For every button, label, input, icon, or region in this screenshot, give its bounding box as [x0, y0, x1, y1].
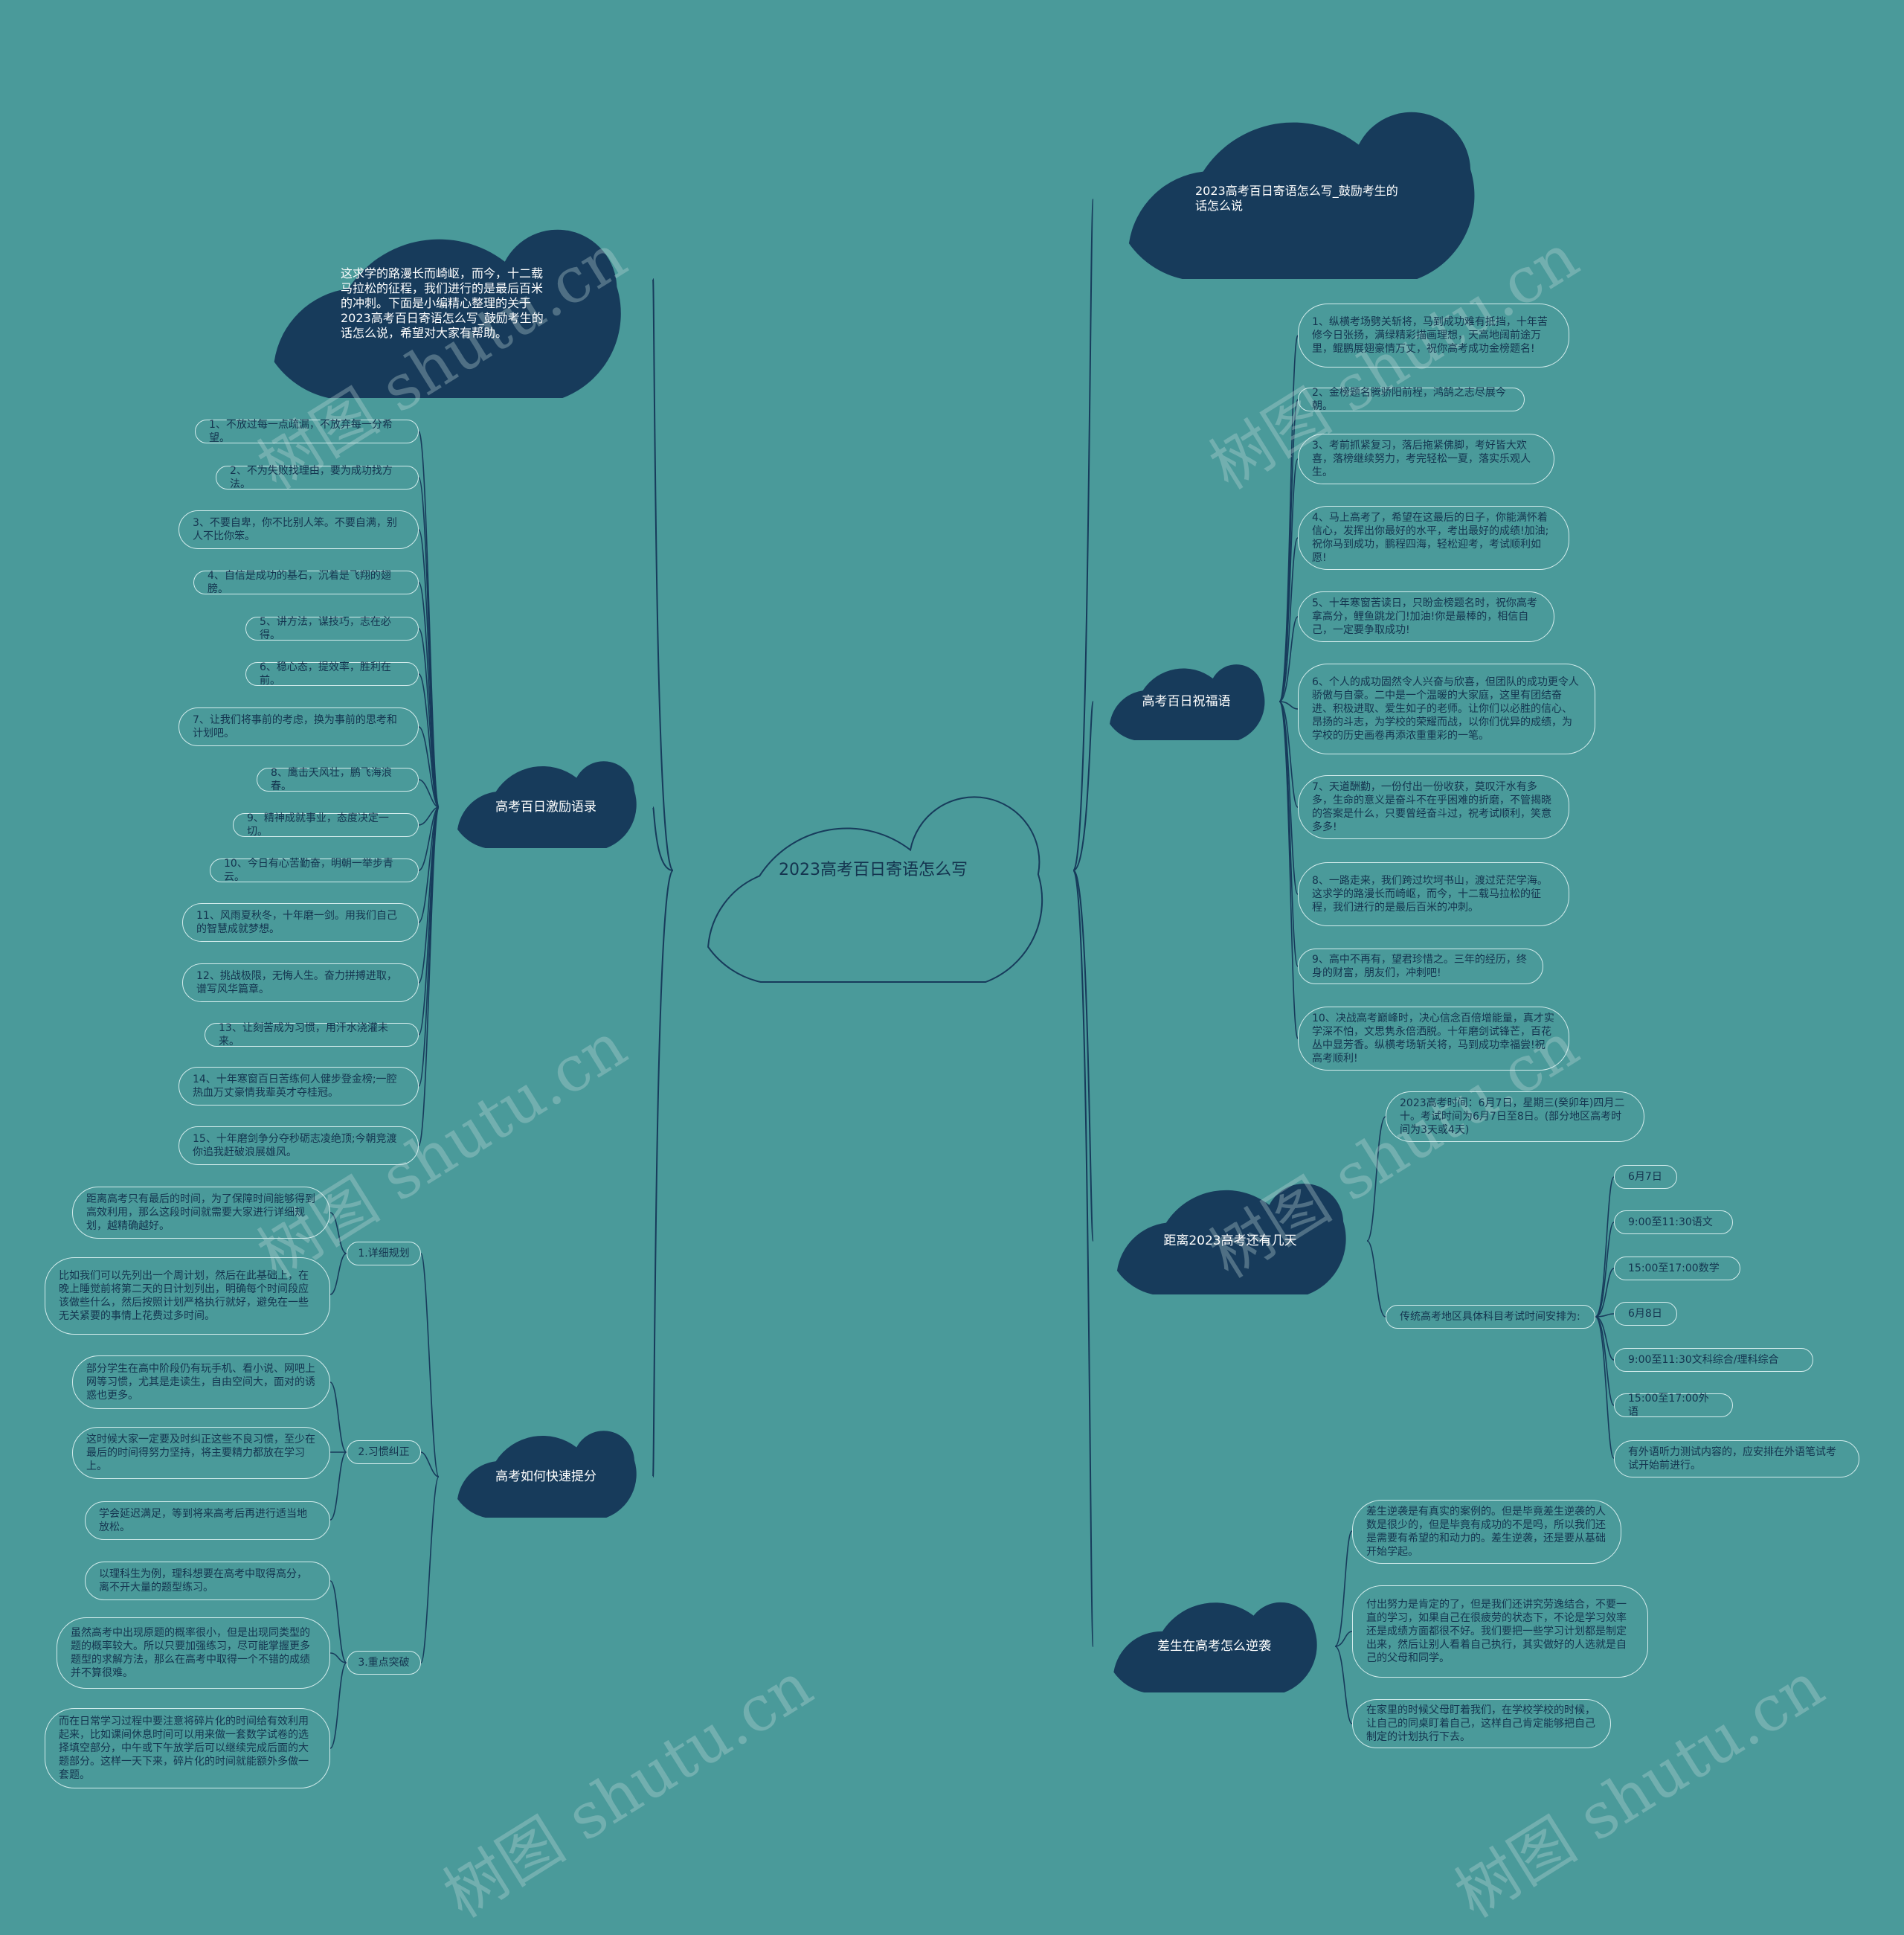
- motivate-item[interactable]: 8、鹰击天风壮，鹏飞海浪春。: [257, 767, 419, 792]
- schedule-item[interactable]: 15:00至17:00数学: [1614, 1257, 1740, 1280]
- blessing-item[interactable]: 7、天道酬勤，一份付出一份收获，莫叹汗水有多多，生命的意义是奋斗不在乎困难的折磨…: [1298, 775, 1569, 839]
- link-root-comeback: [1072, 870, 1094, 1647]
- improve-habit-detail[interactable]: 这时候大家一定要及时纠正这些不良习惯，至少在最后的时间得努力坚持，将主要精力都放…: [72, 1427, 330, 1479]
- improve-habit-label[interactable]: 2.习惯纠正: [347, 1440, 421, 1464]
- motivate-item[interactable]: 13、让刻苦成为习惯，用汗水浇灌未来。: [205, 1022, 419, 1047]
- branch-blessing[interactable]: 高考百日祝福语: [1142, 694, 1231, 709]
- blessing-item[interactable]: 3、考前抓紧复习，落后拖紧佛脚，考好皆大欢喜，落榜继续努力，考完轻松一夏，落实乐…: [1298, 434, 1554, 484]
- link-root-intro-left: [652, 278, 674, 871]
- motivate-item[interactable]: 2、不为失败找理由，要为成功找方法。: [216, 465, 419, 490]
- motivate-item[interactable]: 9、精神成就事业，态度决定一切。: [233, 812, 419, 838]
- blessing-item[interactable]: 6、个人的成功固然令人兴奋与欣喜，但团队的成功更令人骄傲与自豪。二中是一个温暖的…: [1298, 664, 1595, 754]
- blessing-item[interactable]: 1、纵横考场劈关斩将，马到成功难有抵挡，十年苦修今日张扬，满绿精彩描画理想，天高…: [1298, 304, 1569, 368]
- comeback-cloud[interactable]: [1113, 1602, 1317, 1692]
- motivate-item[interactable]: 1、不放过每一点疏漏，不放弃每一分希望。: [195, 419, 419, 444]
- root-topic[interactable]: 2023高考百日寄语怎么写: [779, 861, 968, 879]
- links-improve: [329, 1212, 440, 1749]
- improve-focus-label[interactable]: 3.重点突破: [347, 1651, 421, 1675]
- improve-focus-detail[interactable]: 以理科生为例，理科想要在高考中取得高分，离不开大量的题型练习。: [85, 1562, 330, 1600]
- blessing-item[interactable]: 8、一路走来，我们跨过坎坷书山，渡过茫茫学海。这求学的路漫长而崎岖，而今，十二载…: [1298, 862, 1569, 926]
- motivate-item[interactable]: 5、讲方法，谋技巧，志在必得。: [245, 616, 419, 641]
- comeback-item[interactable]: 在家里的时候父母盯着我们，在学校学校的时候，让自己的同桌盯着自己，这样自己肯定能…: [1352, 1699, 1611, 1748]
- link-root-motivate: [652, 806, 674, 871]
- countdown-cloud[interactable]: [1116, 1184, 1346, 1294]
- links-blessing: [1279, 335, 1299, 1039]
- link-root-intro-right: [1072, 199, 1094, 871]
- blessing-item[interactable]: 4、马上高考了，希望在这最后的日子，你能满怀着信心，发挥出你最好的水平，考出最好…: [1298, 506, 1569, 570]
- branch-motivate[interactable]: 高考百日激励语录: [495, 800, 596, 815]
- root-cloud[interactable]: [707, 796, 1043, 983]
- improve-plan-label[interactable]: 1.详细规划: [347, 1242, 421, 1265]
- branch-countdown[interactable]: 距离2023高考还有几天: [1163, 1233, 1297, 1248]
- schedule-item[interactable]: 6月8日: [1614, 1302, 1677, 1326]
- branch-improve[interactable]: 高考如何快速提分: [495, 1469, 596, 1484]
- blessing-item[interactable]: 2、金榜题名腾骄阳前程，鸿鹄之志尽展今朝。: [1298, 387, 1525, 412]
- comeback-item[interactable]: 差生逆袭是有真实的案例的。但是毕竟差生逆袭的人数是很少的，但是毕竟有成功的不是吗…: [1352, 1500, 1621, 1564]
- link-root-countdown: [1072, 870, 1094, 1242]
- motivate-cloud[interactable]: [457, 761, 637, 848]
- improve-habit-detail[interactable]: 学会延迟满足，等到将来高考后再进行适当地放松。: [85, 1501, 330, 1540]
- blessing-item[interactable]: 10、决战高考巅峰时，决心信念百倍增能量，真才实学深不怕，文思隽永倍洒脱。十年磨…: [1298, 1007, 1569, 1071]
- branch-comeback[interactable]: 差生在高考怎么逆袭: [1157, 1639, 1271, 1654]
- blessing-cloud[interactable]: [1110, 664, 1265, 740]
- intro-right-cloud[interactable]: [1128, 112, 1475, 279]
- motivate-item[interactable]: 15、十年磨剑争分夺秒砺志凌绝顶;今朝竞渡你追我赶破浪展雄风。: [178, 1126, 419, 1165]
- schedule-item[interactable]: 15:00至17:00外语: [1614, 1393, 1733, 1418]
- motivate-item[interactable]: 4、自信是成功的基石，沉着是飞翔的翅膀。: [193, 570, 419, 595]
- motivate-item[interactable]: 14、十年寒窗百日苦练何人健步登金榜;一腔热血万丈豪情我辈英才夺桂冠。: [178, 1067, 419, 1106]
- intro-right-text: 2023高考百日寄语怎么写_鼓励考生的话怎么说: [1195, 184, 1398, 213]
- countdown-schedule-label[interactable]: 传统高考地区具体科目考试时间安排为:: [1386, 1305, 1595, 1329]
- schedule-item[interactable]: 6月7日: [1614, 1165, 1677, 1189]
- motivate-item[interactable]: 6、稳心态，提效率，胜利在前。: [245, 661, 419, 687]
- schedule-item[interactable]: 有外语听力测试内容的，应安排在外语笔试考试开始前进行。: [1614, 1440, 1859, 1477]
- improve-focus-detail[interactable]: 而在日常学习过程中要注意将碎片化的时间给有效利用起来，比如课间休息时间可以用来做…: [45, 1708, 330, 1788]
- schedule-item[interactable]: 9:00至11:30文科综合/理科综合: [1614, 1348, 1813, 1372]
- intro-left-cloud[interactable]: [274, 229, 621, 398]
- motivate-item[interactable]: 10、今日有心苦勤奋，明朝一举步青云。: [210, 858, 419, 883]
- link-root-improve: [652, 870, 674, 1477]
- connector-layer: [274, 112, 1615, 1749]
- link-root-blessing: [1072, 701, 1094, 871]
- motivate-item[interactable]: 12、挑战极限，无悔人生。奋力拼搏进取，谱写风华篇章。: [182, 963, 419, 1002]
- improve-habit-detail[interactable]: 部分学生在高中阶段仍有玩手机、看小说、网吧上网等习惯，尤其是走读生，自由空间大，…: [72, 1355, 330, 1409]
- mind-map: 树图 shutu.cn 树图 shutu.cn 树图 shutu.cn 树图 s…: [45, 112, 1859, 1931]
- improve-focus-detail[interactable]: 虽然高考中出现原题的概率很小，但是出现同类型的题的概率较大。所以只要加强练习，尽…: [57, 1617, 330, 1689]
- comeback-item[interactable]: 付出努力是肯定的了，但是我们还讲究劳逸结合，不要一直的学习，如果自己在很疲劳的状…: [1352, 1585, 1648, 1678]
- motivate-item[interactable]: 7、让我们将事前的考虑，换为事前的思考和计划吧。: [178, 707, 419, 746]
- countdown-date-note[interactable]: 2023高考时间：6月7日，星期三(癸卯年)四月二十。考试时间为6月7日至8日。…: [1386, 1091, 1644, 1142]
- links-countdown: [1366, 1116, 1615, 1459]
- links-motivate: [418, 431, 440, 1146]
- motivate-item[interactable]: 11、风雨夏秋冬，十年磨一剑。用我们自己的智慧成就梦想。: [182, 903, 419, 942]
- blessing-item[interactable]: 9、高中不再有，望君珍惜之。三年的经历，终身的财富，朋友们，冲刺吧!: [1298, 949, 1543, 984]
- schedule-item[interactable]: 9:00至11:30语文: [1614, 1210, 1733, 1234]
- blessing-item[interactable]: 5、十年寒窗苦读日，只盼金榜题名时，祝你高考拿高分，鲤鱼跳龙门!加油!你是最棒的…: [1298, 591, 1554, 642]
- improve-cloud[interactable]: [457, 1431, 637, 1518]
- improve-plan-detail[interactable]: 距离高考只有最后的时间，为了保障时间能够得到高效利用，那么这段时间就需要大家进行…: [72, 1187, 330, 1239]
- improve-plan-detail[interactable]: 比如我们可以先列出一个周计划，然后在此基础上，在晚上睡觉前将第二天的日计划列出，…: [45, 1257, 330, 1335]
- intro-left-text: 这求学的路漫长而崎岖，而今，十二载马拉松的征程，我们进行的是最后百米的冲刺。下面…: [341, 266, 544, 340]
- links-comeback: [1334, 1530, 1353, 1724]
- motivate-item[interactable]: 3、不要自卑，你不比别人笨。不要自满，别人不比你笨。: [178, 510, 419, 549]
